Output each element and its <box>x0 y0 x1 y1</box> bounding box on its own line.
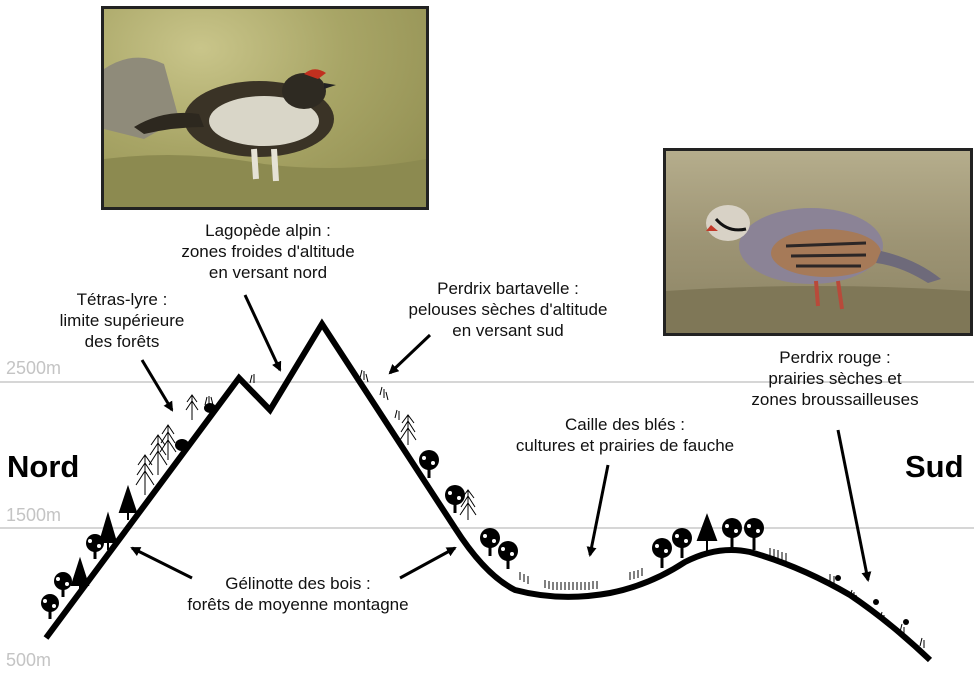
label-bartavelle-name: Perdrix bartavelle : <box>437 279 579 298</box>
tree-icon <box>722 518 742 550</box>
label-bartavelle-line2: pelouses sèches d'altitude <box>409 300 608 319</box>
label-lagopede-line2: zones froides d'altitude <box>181 242 354 261</box>
deciduous-trees <box>41 450 764 619</box>
label-gelinotte-name: Gélinotte des bois : <box>225 574 371 593</box>
conifer-icon <box>72 560 88 590</box>
label-gelinotte-line2: forêts de moyenne montagne <box>187 595 408 614</box>
tree-icon <box>480 528 500 556</box>
arrow-bartavelle <box>390 335 430 373</box>
label-perdrix-rouge-line3: zones broussailleuses <box>751 390 918 409</box>
ptarmigan-bird-icon <box>104 9 426 207</box>
label-tetras-line2: limite supérieure <box>60 311 185 330</box>
tree-icon <box>744 518 764 550</box>
label-caille-line2: cultures et prairies de fauche <box>516 436 734 455</box>
altitude-label-2500: 2500m <box>6 358 61 378</box>
tree-icon <box>672 528 692 558</box>
red-legged-partridge-photo <box>663 148 973 336</box>
small-shrubs <box>835 575 909 625</box>
tree-icon <box>41 594 59 619</box>
spruce-icon <box>149 435 167 475</box>
shrub-icon <box>903 619 909 625</box>
arrow-gelinotte-left <box>132 548 192 578</box>
shrub-icon <box>873 599 879 605</box>
rocks <box>175 403 216 451</box>
tree-icon <box>652 538 672 568</box>
south-label: Sud <box>905 449 964 484</box>
arrow-tetras <box>142 360 172 410</box>
label-perdrix-rouge-name: Perdrix rouge : <box>779 348 891 367</box>
label-perdrix-rouge-line2: prairies sèches et <box>768 369 902 388</box>
label-lagopede-line3: en versant nord <box>209 263 327 282</box>
tree-icon <box>445 485 465 513</box>
north-label: Nord <box>7 449 79 484</box>
rock-icon <box>175 439 189 451</box>
label-lagopede-name: Lagopède alpin : <box>205 221 331 240</box>
arrow-gelinotte-right <box>400 548 455 578</box>
altitude-label-500: 500m <box>6 650 51 670</box>
arrow-caille <box>590 465 608 555</box>
rock-icon <box>204 403 216 413</box>
arrow-perdrix-rouge <box>838 430 868 580</box>
label-tetras-name: Tétras-lyre : <box>77 290 168 309</box>
tree-icon <box>498 541 518 569</box>
spruce-icon <box>400 415 416 445</box>
arrow-lagopede <box>245 295 280 370</box>
shrub-icon <box>835 575 841 581</box>
label-tetras-line3: des forêts <box>85 332 160 351</box>
solid-conifers <box>72 488 716 590</box>
altitude-label-1500: 1500m <box>6 505 61 525</box>
spruce-icon <box>186 395 198 420</box>
ptarmigan-photo <box>101 6 429 210</box>
label-caille-name: Caille des blés : <box>565 415 685 434</box>
spruce-icon <box>160 425 176 460</box>
tree-icon <box>54 572 72 597</box>
label-bartavelle-line3: en versant sud <box>452 321 564 340</box>
partridge-bird-icon <box>666 151 970 333</box>
